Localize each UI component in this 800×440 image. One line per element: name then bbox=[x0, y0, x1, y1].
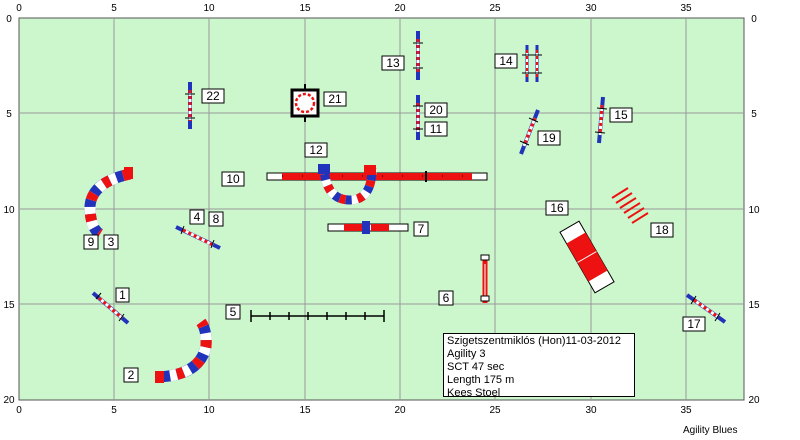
hurdle-18 bbox=[611, 187, 649, 224]
x-tick-bottom: 15 bbox=[299, 405, 311, 416]
x-tick-bottom: 20 bbox=[394, 405, 406, 416]
y-tick-left: 10 bbox=[3, 205, 15, 216]
jump-15 bbox=[594, 96, 608, 144]
svg-text:5: 5 bbox=[230, 305, 237, 319]
y-tick-right: 10 bbox=[748, 205, 760, 216]
svg-text:7: 7 bbox=[418, 222, 425, 236]
y-tick-right: 0 bbox=[751, 14, 757, 25]
axis-ticks: 0 5 10 15 20 25 30 35 0 5 10 15 20 25 30… bbox=[3, 3, 760, 416]
svg-text:1: 1 bbox=[119, 288, 126, 302]
label-15: 15 bbox=[609, 107, 633, 123]
label-19: 19 bbox=[537, 130, 561, 146]
tunnel-12 bbox=[318, 164, 377, 205]
x-tick-bottom: 30 bbox=[585, 405, 597, 416]
y-tick-left: 0 bbox=[6, 14, 12, 25]
svg-text:18: 18 bbox=[655, 223, 669, 237]
jump-6 bbox=[480, 254, 490, 303]
label-16: 16 bbox=[545, 200, 569, 216]
judge-name: Kees Stoel bbox=[447, 387, 501, 399]
label-12: 12 bbox=[304, 142, 328, 158]
course-length: Length 175 m bbox=[447, 374, 515, 386]
y-tick-left: 15 bbox=[3, 300, 15, 311]
svg-text:6: 6 bbox=[443, 291, 450, 305]
aframe-16 bbox=[559, 220, 615, 294]
jump-22 bbox=[185, 82, 195, 129]
label-5: 5 bbox=[225, 304, 241, 320]
x-tick-bottom: 0 bbox=[16, 405, 22, 416]
dogwalk-10 bbox=[266, 171, 488, 182]
x-tick-bottom: 25 bbox=[489, 405, 501, 416]
footer-brand: Agility Blues bbox=[683, 425, 738, 436]
label-10: 10 bbox=[221, 171, 245, 187]
x-tick-top: 15 bbox=[299, 3, 311, 14]
course-info-box: Szigetszentmiklós (Hon)11-03-2012 Agilit… bbox=[443, 333, 635, 399]
class-name: Agility 3 bbox=[447, 348, 486, 360]
y-tick-left: 5 bbox=[6, 109, 12, 120]
event-title: Szigetszentmiklós (Hon)11-03-2012 bbox=[447, 335, 622, 347]
label-4: 4 bbox=[189, 209, 205, 225]
label-8: 8 bbox=[208, 211, 224, 227]
sct: SCT 47 sec bbox=[447, 361, 505, 373]
svg-text:20: 20 bbox=[429, 103, 443, 117]
jump-13 bbox=[413, 31, 423, 80]
jump-19 bbox=[519, 109, 540, 155]
svg-text:2: 2 bbox=[128, 368, 135, 382]
x-tick-bottom: 10 bbox=[203, 405, 215, 416]
svg-text:17: 17 bbox=[687, 317, 701, 331]
y-tick-left: 20 bbox=[3, 395, 15, 406]
label-3: 3 bbox=[103, 234, 119, 250]
svg-text:10: 10 bbox=[226, 172, 240, 186]
label-13: 13 bbox=[381, 55, 405, 71]
label-17: 17 bbox=[682, 316, 706, 332]
weave-poles-5 bbox=[250, 310, 385, 322]
jump-1 bbox=[91, 291, 130, 325]
label-2: 2 bbox=[123, 367, 139, 383]
jump-20-11 bbox=[413, 95, 423, 140]
label-22: 22 bbox=[201, 88, 225, 104]
x-tick-top: 0 bbox=[16, 3, 22, 14]
svg-text:21: 21 bbox=[328, 92, 342, 106]
y-tick-right: 15 bbox=[748, 300, 760, 311]
y-tick-right: 5 bbox=[751, 109, 757, 120]
label-6: 6 bbox=[438, 290, 454, 306]
tunnel-2 bbox=[155, 318, 212, 383]
svg-text:14: 14 bbox=[499, 54, 513, 68]
svg-text:13: 13 bbox=[386, 56, 400, 70]
svg-text:15: 15 bbox=[614, 108, 628, 122]
wall-7 bbox=[327, 221, 409, 234]
x-tick-top: 30 bbox=[585, 3, 597, 14]
svg-text:16: 16 bbox=[550, 201, 564, 215]
label-18: 18 bbox=[650, 222, 674, 238]
svg-text:22: 22 bbox=[206, 89, 220, 103]
label-20: 20 bbox=[424, 102, 448, 118]
x-tick-top: 25 bbox=[489, 3, 501, 14]
label-7: 7 bbox=[413, 221, 429, 237]
x-tick-top: 20 bbox=[394, 3, 406, 14]
label-11: 11 bbox=[424, 121, 448, 137]
label-1: 1 bbox=[115, 287, 130, 303]
x-tick-top: 10 bbox=[203, 3, 215, 14]
double-jump-14 bbox=[522, 45, 542, 82]
obstacle-labels: 1 2 3 4 5 6 7 8 9 10 11 12 13 14 15 16 1… bbox=[83, 53, 706, 383]
tunnel-9-3 bbox=[84, 167, 133, 239]
jump-17 bbox=[685, 293, 727, 324]
svg-text:8: 8 bbox=[213, 212, 220, 226]
y-tick-right: 20 bbox=[748, 395, 760, 406]
tyre-21 bbox=[290, 84, 320, 122]
svg-text:4: 4 bbox=[194, 210, 201, 224]
jump-4-8 bbox=[175, 225, 221, 250]
x-tick-bottom: 5 bbox=[111, 405, 117, 416]
label-14: 14 bbox=[494, 53, 518, 69]
label-9: 9 bbox=[83, 234, 99, 250]
svg-text:11: 11 bbox=[430, 122, 443, 136]
label-21: 21 bbox=[323, 91, 347, 107]
x-tick-top: 5 bbox=[111, 3, 117, 14]
svg-text:19: 19 bbox=[542, 131, 556, 145]
svg-text:3: 3 bbox=[108, 235, 115, 249]
x-tick-bottom: 35 bbox=[680, 405, 692, 416]
x-tick-top: 35 bbox=[680, 3, 692, 14]
svg-text:9: 9 bbox=[88, 235, 95, 249]
svg-text:12: 12 bbox=[309, 143, 323, 157]
